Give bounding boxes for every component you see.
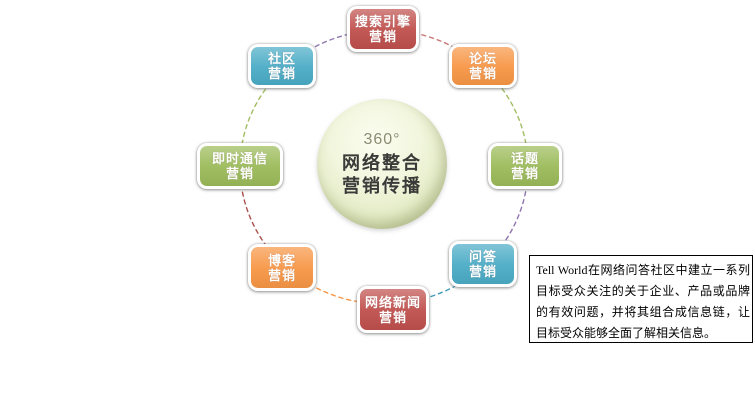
node-search-engine-marketing: 搜索引擎 营销 — [347, 6, 419, 52]
node-label-line2: 营销 — [468, 264, 497, 279]
node-instant-messaging-marketing: 即时通信 营销 — [197, 143, 283, 189]
node-label-line1: 搜索引擎 — [354, 14, 411, 29]
note-box: Tell World在网络问答社区中建立一系列目标受众关注的关于企业、产品或品牌… — [529, 255, 753, 343]
node-forum-marketing: 论坛 营销 — [449, 44, 517, 88]
node-label-line2: 营销 — [225, 166, 254, 181]
node-label-line1: 社区 — [267, 51, 296, 66]
node-blog-marketing: 博客 营销 — [248, 244, 316, 291]
note-text: Tell World在网络问答社区中建立一系列目标受众关注的关于企业、产品或品牌… — [536, 263, 750, 340]
center-title-line1: 网络整合 — [342, 152, 422, 173]
node-label-line2: 营销 — [267, 66, 296, 81]
node-label-line1: 论坛 — [468, 51, 497, 66]
node-label-line2: 营销 — [468, 66, 497, 81]
node-topic-marketing: 话题 营销 — [488, 143, 562, 189]
node-label-line2: 营销 — [378, 309, 407, 325]
node-label-line1: 网络新闻 — [364, 294, 421, 310]
node-label-line2: 营销 — [267, 267, 296, 283]
node-qa-marketing: 问答 营销 — [449, 241, 517, 287]
node-label-line1: 问答 — [468, 249, 497, 264]
center-circle: 360° 网络整合 营销传播 — [317, 99, 447, 229]
node-web-news-marketing: 网络新闻 营销 — [357, 286, 429, 333]
node-community-marketing: 社区 营销 — [248, 44, 316, 88]
center-degree-label: 360° — [363, 130, 401, 148]
node-label-line1: 即时通信 — [211, 151, 268, 166]
center-title-line2: 营销传播 — [342, 175, 422, 196]
node-label-line1: 话题 — [510, 151, 539, 166]
node-label-line2: 营销 — [510, 166, 539, 181]
node-label-line1: 博客 — [267, 252, 296, 268]
node-label-line2: 营销 — [368, 29, 397, 44]
